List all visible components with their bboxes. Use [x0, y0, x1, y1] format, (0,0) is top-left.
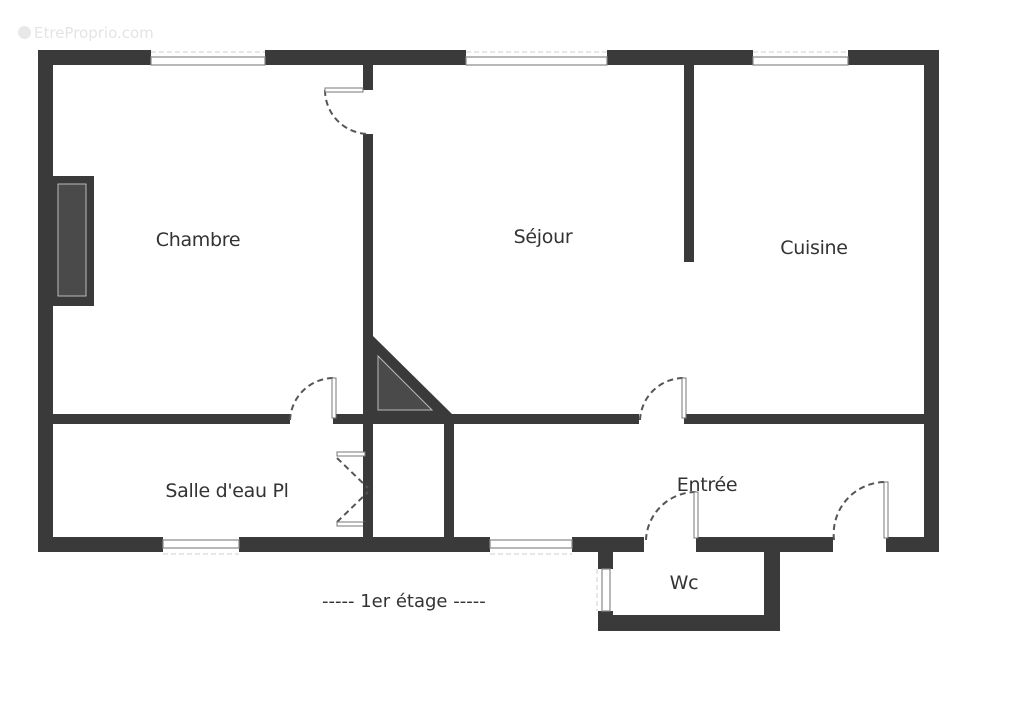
door-swings	[289, 89, 887, 541]
watermark: EtreProprio.com	[18, 24, 154, 42]
room-label-entree: Entrée	[676, 474, 738, 496]
walls	[38, 50, 939, 631]
watermark-text: EtreProprio.com	[34, 24, 154, 42]
room-label-wc: Wc	[669, 572, 699, 594]
copyright-icon	[18, 26, 31, 39]
room-label-sejour: Séjour	[513, 226, 573, 248]
door-leaves	[324, 87, 889, 539]
fixtures	[57, 183, 434, 411]
room-label-chambre: Chambre	[155, 229, 241, 251]
windows	[150, 56, 849, 612]
room-label-cuisine: Cuisine	[780, 237, 848, 259]
wall-stubs	[363, 522, 373, 537]
room-label-salle-deau: Salle d'eau Pl	[165, 480, 289, 502]
floor-label: ----- 1er étage -----	[322, 591, 486, 612]
window-dashes	[151, 51, 848, 611]
